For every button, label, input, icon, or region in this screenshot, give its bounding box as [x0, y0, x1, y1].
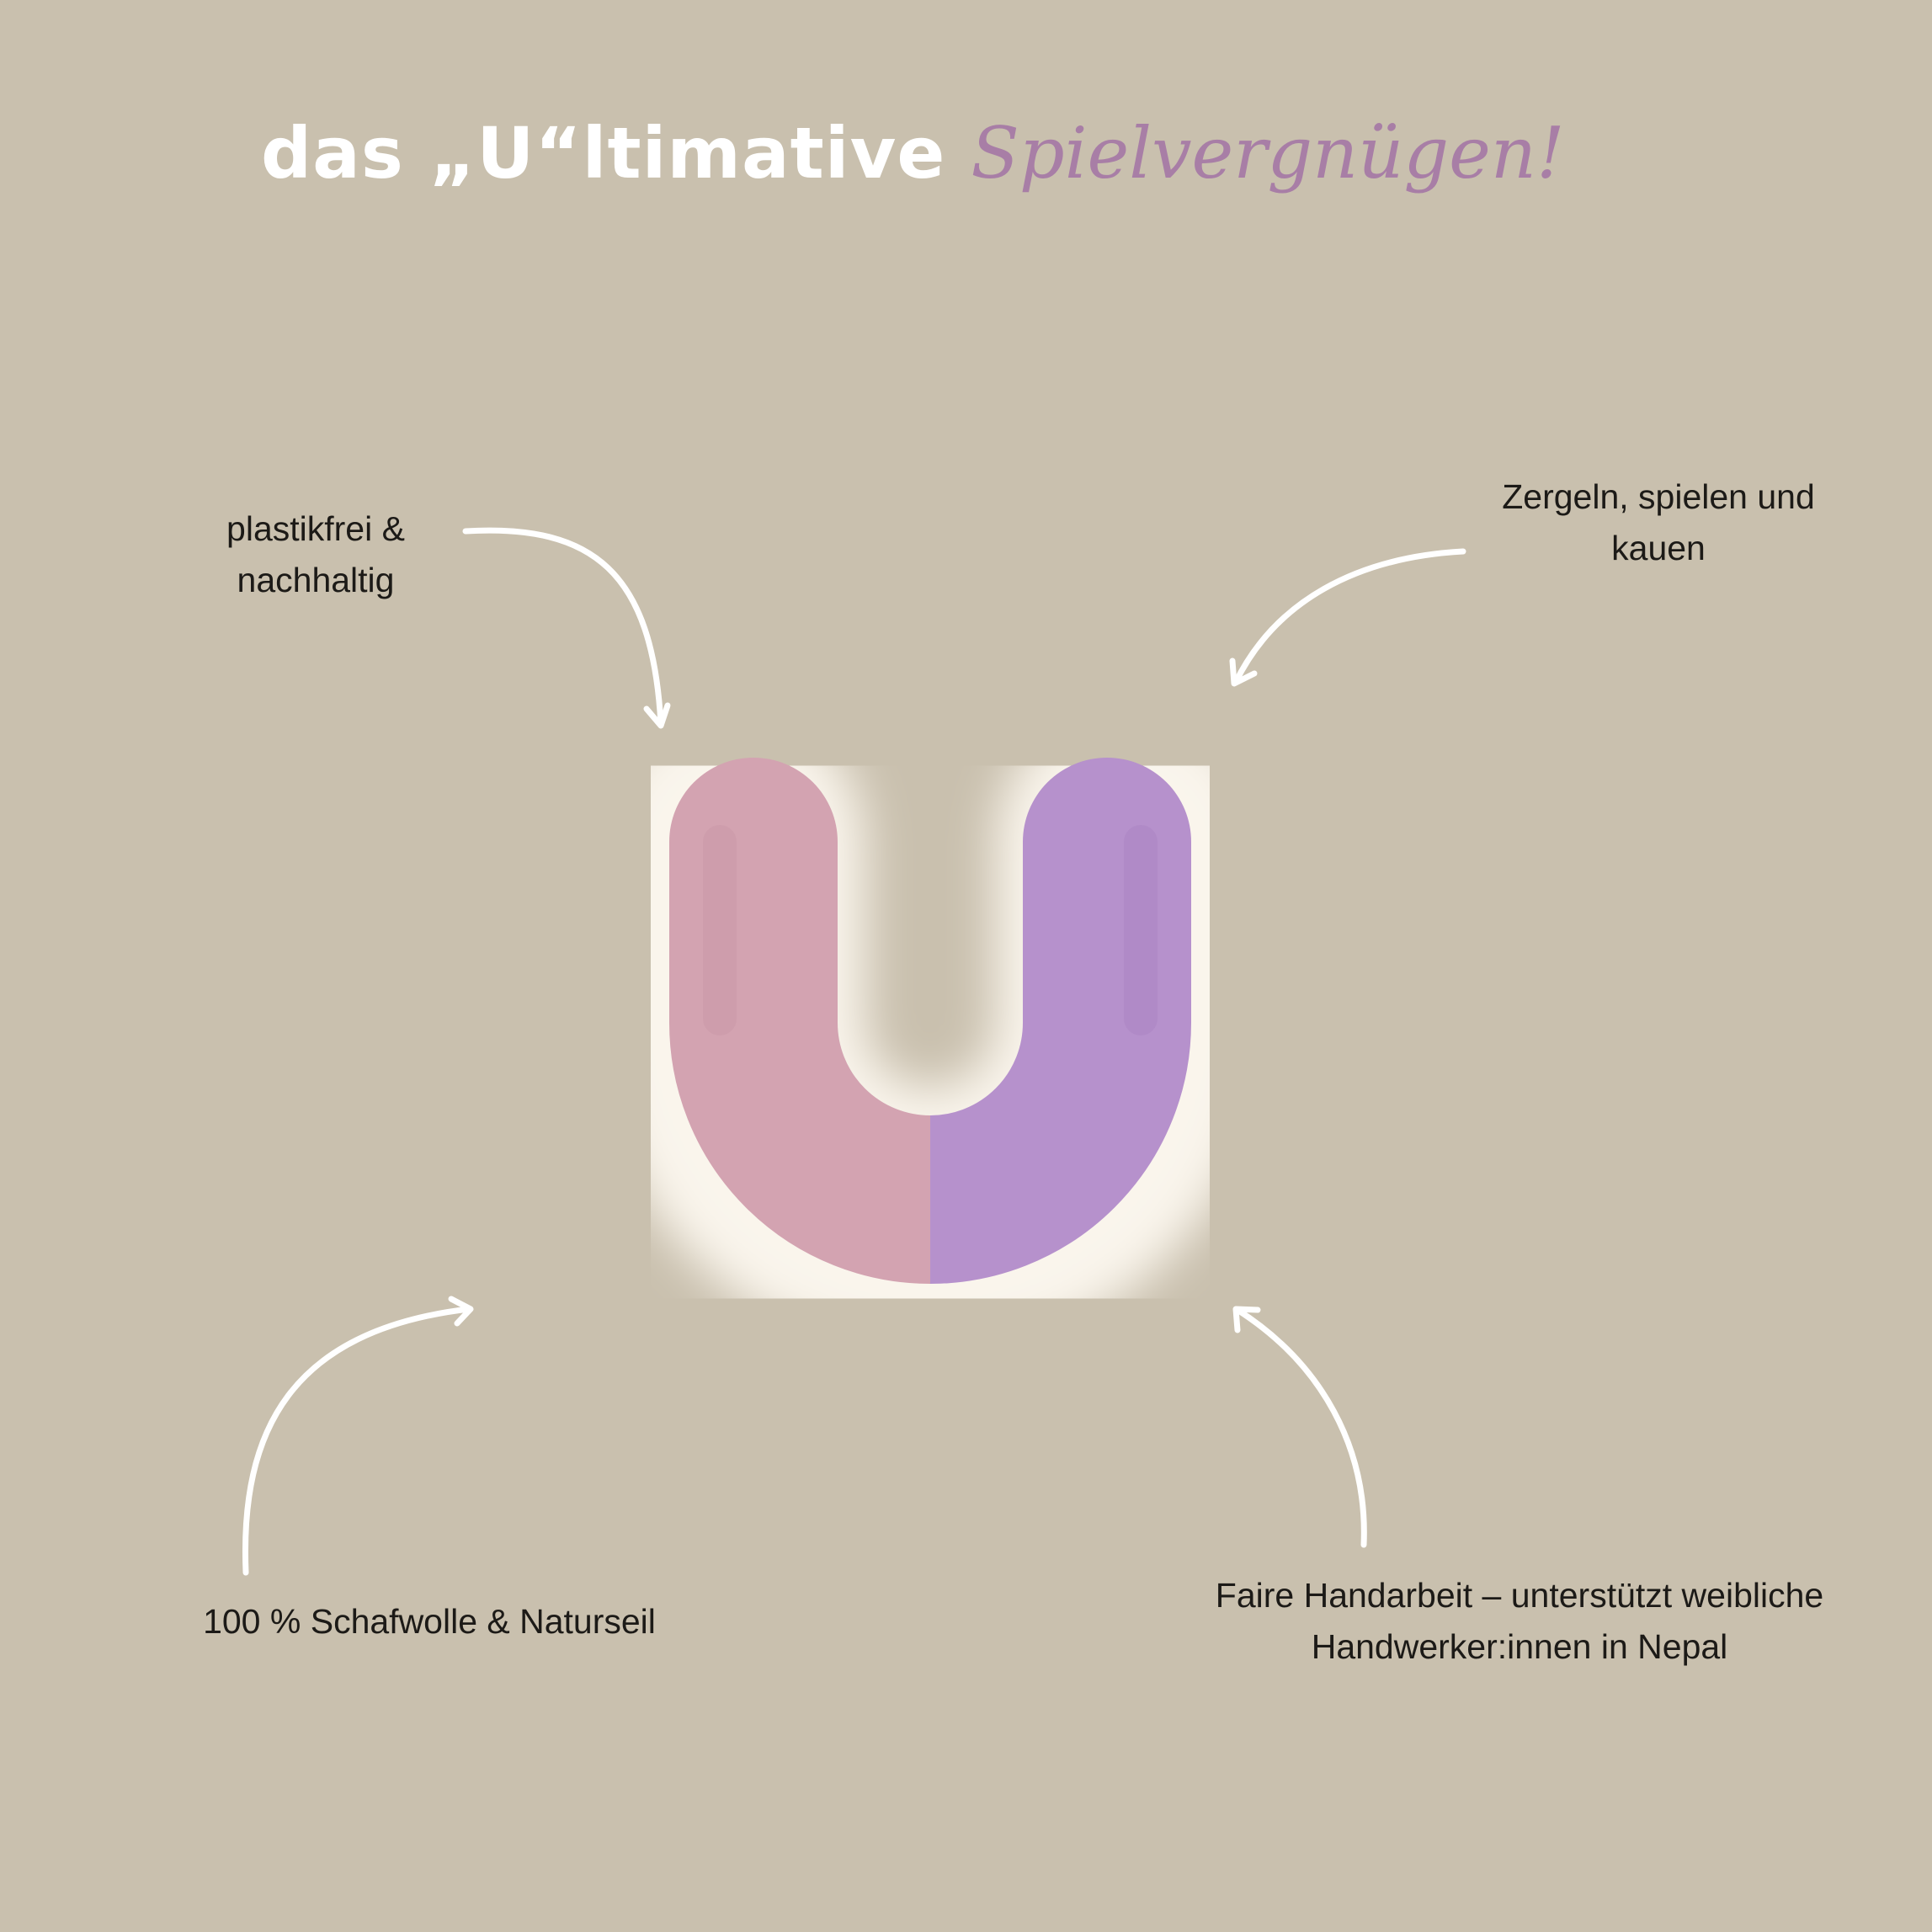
feature-top-right-line1: Zergeln, spielen und	[1502, 477, 1815, 516]
arrow-bottom-left-icon	[242, 1296, 474, 1576]
arrow-bottom-right-icon	[1232, 1306, 1367, 1548]
headline-accent: Spielvergnügen!	[971, 112, 1565, 194]
feature-top-right: Zergeln, spielen und kauen	[1431, 471, 1886, 574]
arrow-top-left-icon	[462, 527, 671, 729]
feature-bottom-right-line1: Faire Handarbeit – unterstützt weibliche	[1215, 1576, 1824, 1615]
arrow-top-right-icon	[1229, 548, 1466, 687]
feature-top-left-line1: plastikfrei &	[226, 509, 405, 548]
feature-bottom-right-line2: Handwerker:innen in Nepal	[1311, 1627, 1728, 1666]
feature-top-left-line2: nachhaltig	[237, 561, 395, 599]
feature-bottom-right: Faire Handarbeit – unterstützt weibliche…	[1153, 1570, 1886, 1673]
feature-bottom-left-line1: 100 % Schafwolle & Naturseil	[203, 1602, 656, 1641]
feature-bottom-left: 100 % Schafwolle & Naturseil	[160, 1596, 699, 1647]
headline-main: das „U“ltimative	[261, 112, 946, 194]
feature-top-left: plastikfrei & nachhaltig	[164, 503, 467, 606]
felt-u-toy-icon	[669, 758, 1191, 1284]
feature-top-right-line2: kauen	[1611, 529, 1706, 567]
